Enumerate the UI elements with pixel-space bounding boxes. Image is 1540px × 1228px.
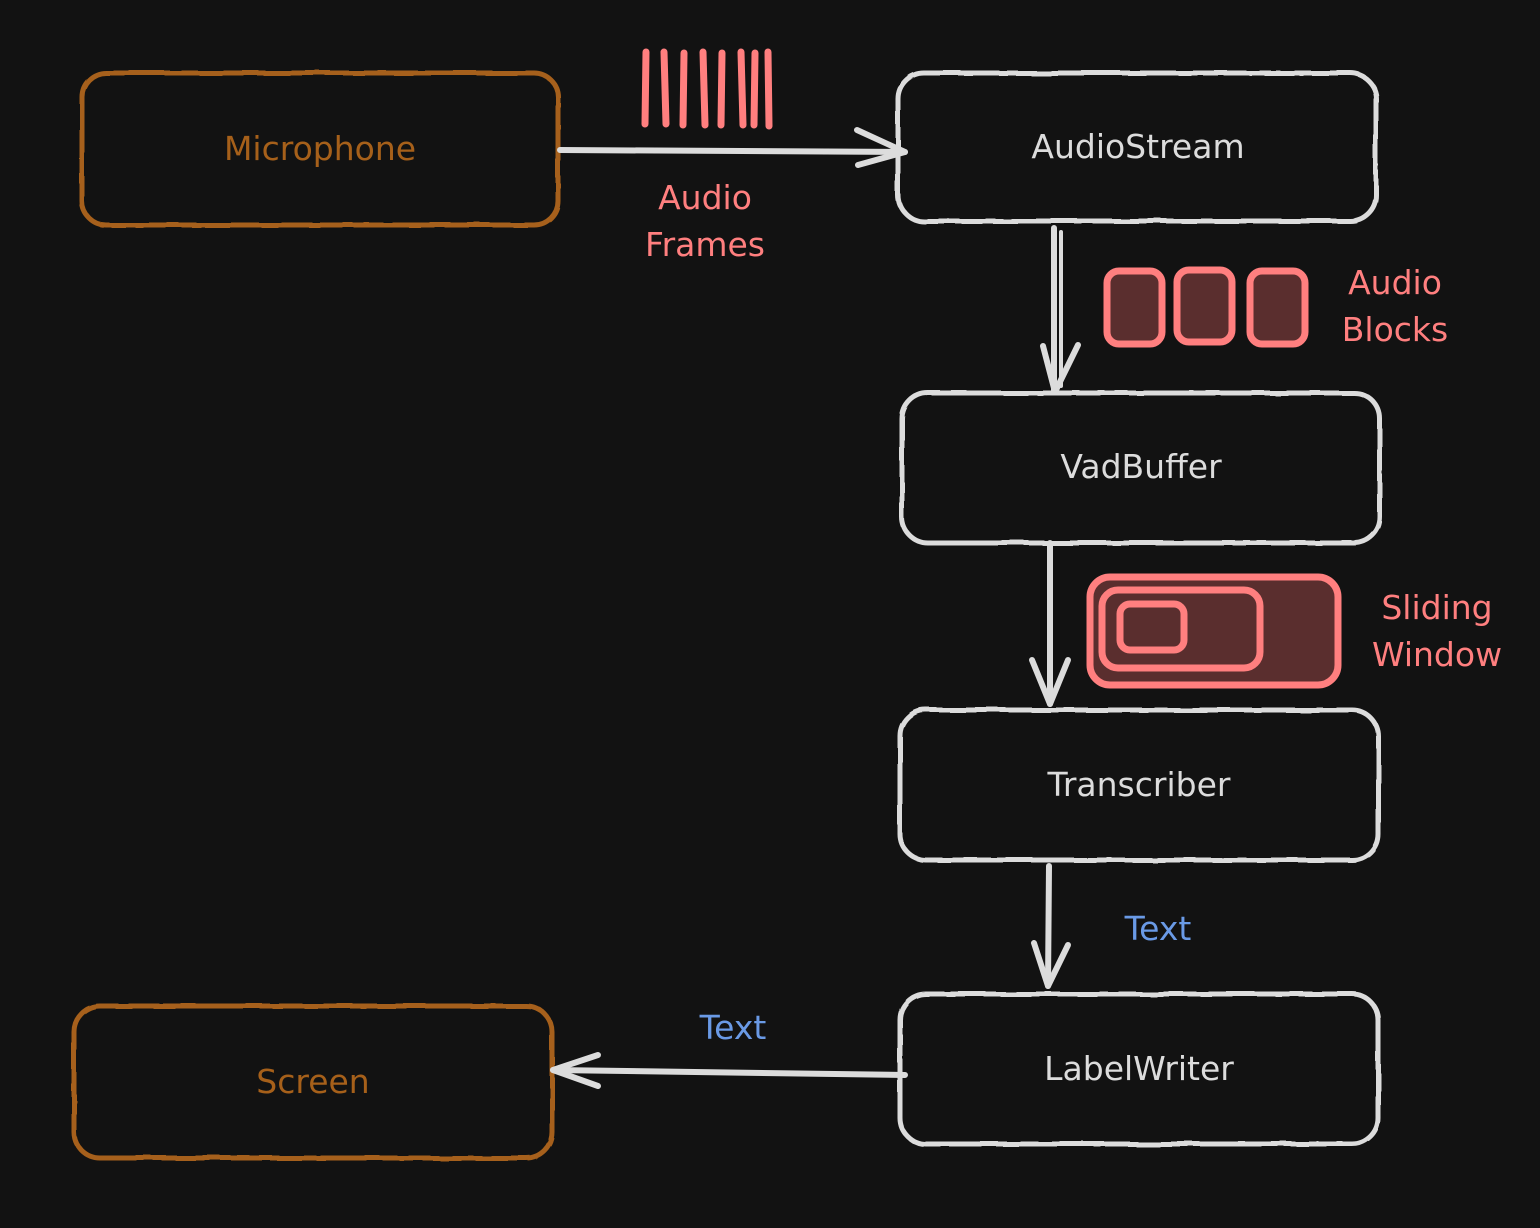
- arrow-head: [1031, 940, 1071, 989]
- audio-block: [1173, 266, 1236, 346]
- audio-block: [1103, 267, 1166, 348]
- screen-box: [71, 1003, 555, 1161]
- arrow-line: [1045, 863, 1052, 989]
- window-inner: [1116, 600, 1188, 654]
- audio-blocks-label-line-1: Audio: [1348, 263, 1442, 302]
- microphone-label: Microphone: [224, 129, 416, 168]
- audio-blocks-icon: [1103, 266, 1309, 348]
- node-label-writer[interactable]: LabelWriter: [897, 991, 1381, 1147]
- node-microphone[interactable]: Microphone: [79, 70, 561, 228]
- node-transcriber[interactable]: Transcriber: [897, 707, 1381, 863]
- arrow-head: [550, 1052, 601, 1089]
- sliding-window-icon: [1086, 573, 1342, 689]
- text-flow-label-left: Text: [699, 1008, 767, 1047]
- label-writer-box: [897, 991, 1381, 1147]
- sliding-window-label-line-1: Sliding: [1381, 588, 1492, 627]
- arrow-line: [550, 1067, 908, 1078]
- audio-frames-label-line-2: Frames: [645, 225, 765, 264]
- arrow-vadbuffer-to-transcriber: [1029, 540, 1071, 707]
- arrow-head: [1040, 342, 1081, 395]
- audio-frames-label-line-1: Audio: [658, 178, 752, 217]
- screen-label: Screen: [256, 1062, 369, 1101]
- arrow-microphone-to-audiostream: [557, 127, 908, 168]
- node-audio-stream[interactable]: AudioStream: [895, 70, 1379, 224]
- text-flow-label-down: Text: [1124, 909, 1192, 948]
- audio-block: [1246, 267, 1309, 348]
- vad-buffer-box: [899, 390, 1383, 546]
- arrow-audiostream-to-vadbuffer: [1040, 225, 1081, 395]
- arrow-line: [557, 147, 908, 155]
- sliding-window-label-line-2: Window: [1372, 635, 1502, 674]
- arrow-labelwriter-to-screen: [550, 1052, 908, 1089]
- window-middle: [1098, 586, 1264, 672]
- transcriber-label: Transcriber: [1047, 765, 1231, 804]
- audio-blocks-label-line-2: Blocks: [1342, 310, 1448, 349]
- arrow-transcriber-to-labelwriter: [1031, 863, 1071, 989]
- arrow-head: [1029, 657, 1071, 707]
- arrow-head: [854, 127, 908, 168]
- transcriber-box: [897, 707, 1381, 863]
- audio-stream-label: AudioStream: [1031, 127, 1244, 166]
- node-vad-buffer[interactable]: VadBuffer: [899, 390, 1383, 546]
- node-screen[interactable]: Screen: [71, 1003, 555, 1161]
- label-writer-label: LabelWriter: [1044, 1049, 1234, 1088]
- vad-buffer-label: VadBuffer: [1060, 447, 1222, 486]
- audio-frames-icon: [641, 48, 773, 130]
